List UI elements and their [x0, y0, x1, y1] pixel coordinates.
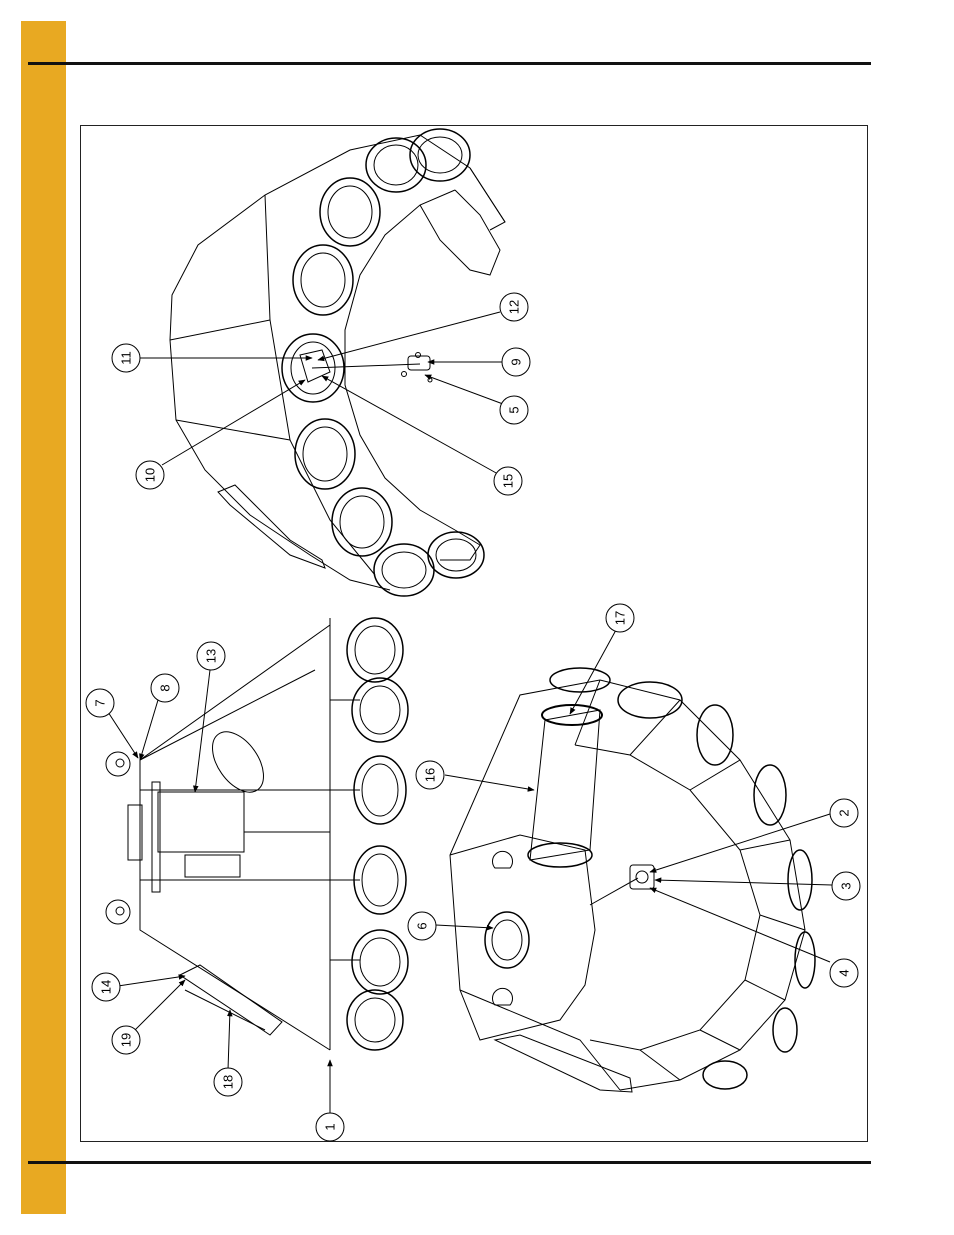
isometric-view-assembly — [450, 668, 815, 1092]
callout-11-label: 11 — [119, 351, 134, 365]
callout-10-label: 10 — [143, 468, 158, 482]
callouts: 11 12 9 5 15 10 7 8 13 14 19 18 1 17 16 … — [86, 293, 860, 1141]
callout-18: 18 — [214, 1068, 242, 1096]
callout-17-label: 17 — [613, 611, 628, 625]
callout-19-label: 19 — [119, 1033, 134, 1047]
callout-9-label: 9 — [509, 358, 524, 365]
callout-15: 15 — [494, 467, 522, 495]
callout-14-label: 14 — [99, 980, 114, 994]
callout-13-label: 13 — [204, 649, 219, 663]
callout-19: 19 — [112, 1026, 140, 1054]
callout-1-label: 1 — [323, 1123, 338, 1130]
callout-4: 4 — [830, 959, 858, 987]
callout-12: 12 — [500, 293, 528, 321]
callout-3: 3 — [832, 872, 860, 900]
callout-14: 14 — [92, 973, 120, 1001]
callout-10: 10 — [136, 461, 164, 489]
callout-7: 7 — [86, 689, 114, 717]
side-view-assembly — [106, 618, 408, 1050]
callout-15-label: 15 — [501, 474, 516, 488]
callout-7-label: 7 — [93, 699, 108, 706]
callout-2: 2 — [830, 799, 858, 827]
callout-3-label: 3 — [839, 882, 854, 889]
callout-1: 1 — [316, 1113, 344, 1141]
callout-13: 13 — [197, 642, 225, 670]
callout-4-label: 4 — [837, 969, 852, 976]
callout-6: 6 — [408, 912, 436, 940]
callout-9: 9 — [502, 348, 530, 376]
callout-11: 11 — [112, 344, 140, 372]
callout-17: 17 — [606, 604, 634, 632]
callout-5-label: 5 — [507, 406, 522, 413]
callout-6-label: 6 — [415, 922, 430, 929]
callout-8: 8 — [151, 674, 179, 702]
callout-18-label: 18 — [221, 1075, 236, 1089]
callout-16-label: 16 — [423, 768, 438, 782]
callout-2-label: 2 — [837, 809, 852, 816]
callout-16: 16 — [416, 761, 444, 789]
callout-5: 5 — [500, 396, 528, 424]
callout-12-label: 12 — [507, 300, 522, 314]
callout-8-label: 8 — [158, 684, 173, 691]
